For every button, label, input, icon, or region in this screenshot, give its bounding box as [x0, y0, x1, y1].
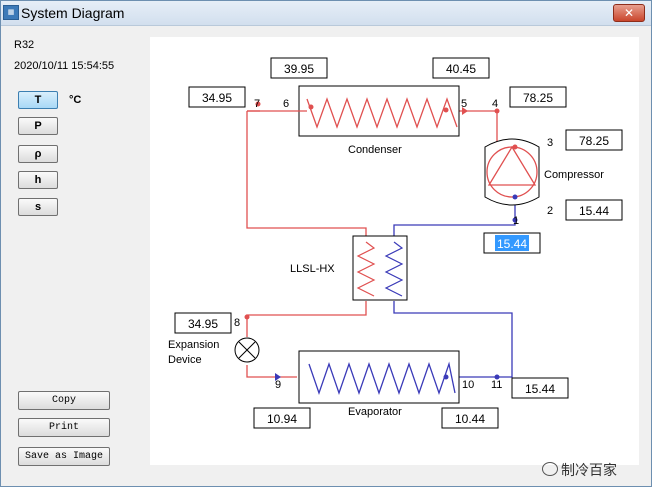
- state-point-3: 3: [547, 137, 553, 149]
- state-point-8: 8: [234, 317, 240, 329]
- llsl-hx-label: LLSL-HX: [290, 263, 335, 275]
- watermark-text: 制冷百家: [561, 462, 617, 478]
- llsl-hx: [352, 235, 408, 301]
- diagram-canvas: 1 2 3 4 5 6 7 8 9 10 11 Condenser Compre…: [150, 37, 639, 465]
- point11-value: 15.44: [525, 382, 555, 396]
- state-point-11: 11: [491, 379, 502, 391]
- state-point-labels: 1 2 3 4 5 6 7 8 9 10 11: [234, 98, 553, 391]
- condenser-label: Condenser: [348, 144, 402, 156]
- density-button[interactable]: ρ: [18, 145, 58, 163]
- entropy-button[interactable]: s: [18, 198, 58, 216]
- wechat-icon: [542, 462, 558, 476]
- unit-label: °C: [69, 94, 82, 106]
- compressor-label: Compressor: [544, 169, 604, 181]
- evaporator-label: Evaporator: [348, 406, 402, 418]
- enthalpy-button[interactable]: h: [18, 171, 58, 189]
- point7-value: 34.95: [202, 91, 232, 105]
- value-boxes: 39.95 40.45 34.95 78.25 78.25 15.44 15.4…: [174, 57, 623, 429]
- refrigerant-label: R32: [14, 39, 35, 51]
- temperature-button[interactable]: T: [18, 91, 58, 109]
- expansion-valve: [234, 337, 260, 363]
- component-labels: Condenser Compressor LLSL-HX Expansion D…: [168, 144, 604, 418]
- state-point-9: 9: [275, 379, 281, 391]
- save-as-image-button[interactable]: Save as Image: [18, 447, 110, 466]
- condenser: [247, 85, 460, 137]
- cold-piping: [393, 197, 516, 378]
- pressure-button[interactable]: P: [18, 117, 58, 135]
- condenser-inlet-value: 39.95: [284, 62, 314, 76]
- expansion-label-line1: Expansion: [168, 339, 219, 351]
- state-point-4: 4: [492, 98, 498, 110]
- point4-value: 78.25: [523, 91, 553, 105]
- evaporator-outlet-value: 10.44: [455, 412, 485, 426]
- close-button[interactable]: ✕: [613, 4, 645, 22]
- point8-value: 34.95: [188, 317, 218, 331]
- state-point-10: 10: [462, 379, 474, 391]
- evaporator-inlet-value: 10.94: [267, 412, 297, 426]
- timestamp-label: 2020/10/11 15:54:55: [14, 60, 115, 72]
- state-point-7: 7: [254, 98, 260, 110]
- app-icon: ▦: [3, 5, 19, 20]
- expansion-label-line2: Device: [168, 354, 202, 366]
- copy-button[interactable]: Copy: [18, 391, 110, 410]
- state-point-6: 6: [283, 98, 289, 110]
- condenser-outlet-value: 40.45: [446, 62, 476, 76]
- state-point-markers: [244, 101, 518, 380]
- state-point-1: 1: [513, 215, 519, 227]
- state-point-5: 5: [461, 98, 467, 110]
- point1-value-selected: 15.44: [497, 237, 527, 251]
- print-button[interactable]: Print: [18, 418, 110, 437]
- compressor: [484, 138, 540, 206]
- state-point-2: 2: [547, 205, 553, 217]
- evaporator: [298, 350, 460, 404]
- window-title: System Diagram: [21, 5, 125, 21]
- title-bar: ▦ System Diagram ✕: [1, 1, 651, 26]
- flow-arrows: [275, 107, 468, 381]
- point2-value: 15.44: [579, 204, 609, 218]
- point3-value: 78.25: [579, 134, 609, 148]
